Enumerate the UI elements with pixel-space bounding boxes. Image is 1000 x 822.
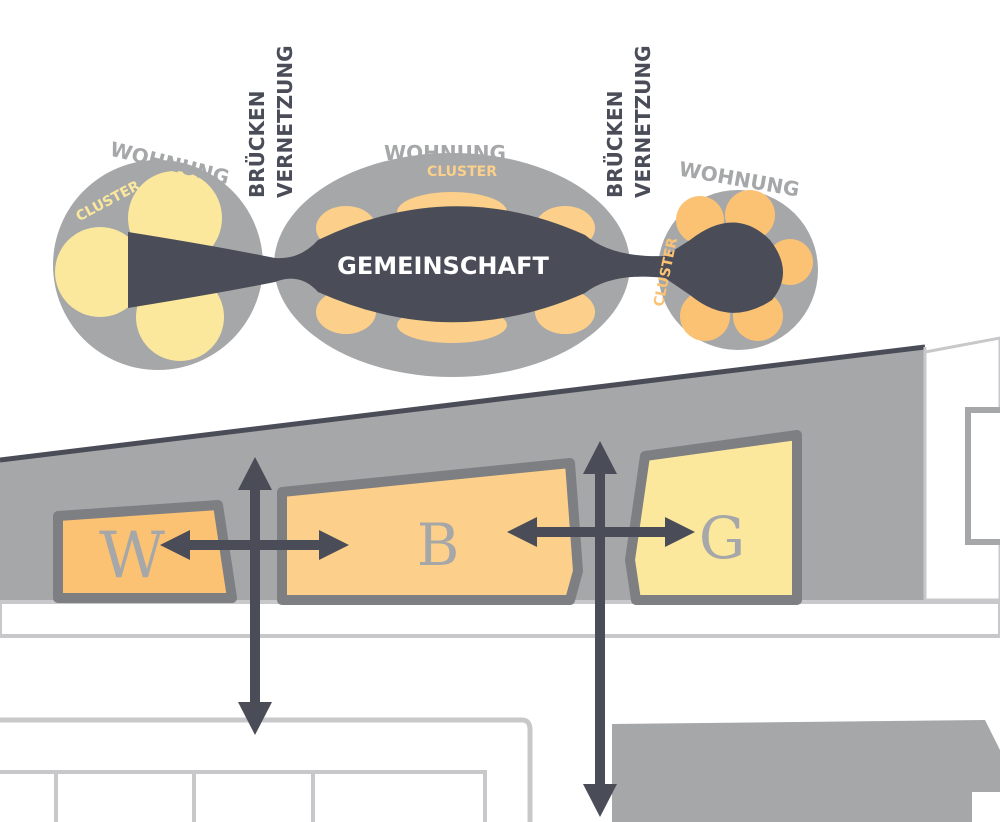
unit-b-box — [277, 458, 583, 605]
arrow-right-up-head — [583, 441, 617, 474]
arrow-left-east-head — [319, 530, 349, 560]
arrow-cross-right — [507, 441, 695, 817]
building-roofline — [0, 344, 926, 463]
building-lower-right-notch — [972, 792, 1000, 822]
vernetzung-left-label: VERNETZUNG — [273, 46, 297, 198]
cluster-center-label: CLUSTER — [427, 164, 497, 180]
street-band — [0, 600, 1000, 638]
arrow-cross-left — [160, 457, 349, 735]
unit-g-box — [625, 430, 802, 605]
unit-g: G — [625, 430, 802, 605]
unit-w-label: W — [99, 519, 165, 593]
parking-row — [0, 770, 487, 822]
bruecken-right-label: BRÜCKEN — [603, 91, 627, 198]
bruecken-left-label: BRÜCKEN — [245, 91, 269, 198]
plot-outline-left — [0, 717, 533, 822]
vernetzung-right-label: VERNETZUNG — [631, 46, 655, 198]
arrow-left-up-head — [238, 457, 272, 490]
arrow-right-west-head — [507, 517, 537, 547]
unit-b-label: B — [417, 511, 460, 579]
arrow-right-down-head — [583, 784, 617, 817]
wohnung-center-label: WOHNUNG — [384, 141, 506, 165]
plot-right-window — [965, 407, 1000, 545]
cluster-left-lobe-left — [55, 227, 145, 317]
unit-w: W — [53, 500, 237, 603]
concept-diagram: GEMEINSCHAFT WOHNUNG CLUSTER WOHNUNG CLU… — [53, 46, 818, 377]
gemeinschaft-label: GEMEINSCHAFT — [337, 252, 549, 280]
gemeinschaft-shape — [128, 206, 784, 323]
unit-g-label: G — [699, 504, 745, 572]
arrow-right-east-head — [665, 517, 695, 547]
ground-plan — [0, 336, 1000, 822]
unit-b: B — [277, 458, 583, 605]
arrow-left-west-head — [160, 530, 190, 560]
arrow-left-down-head — [238, 702, 272, 735]
unit-w-box — [53, 500, 237, 603]
building-lower-right — [612, 720, 1000, 822]
